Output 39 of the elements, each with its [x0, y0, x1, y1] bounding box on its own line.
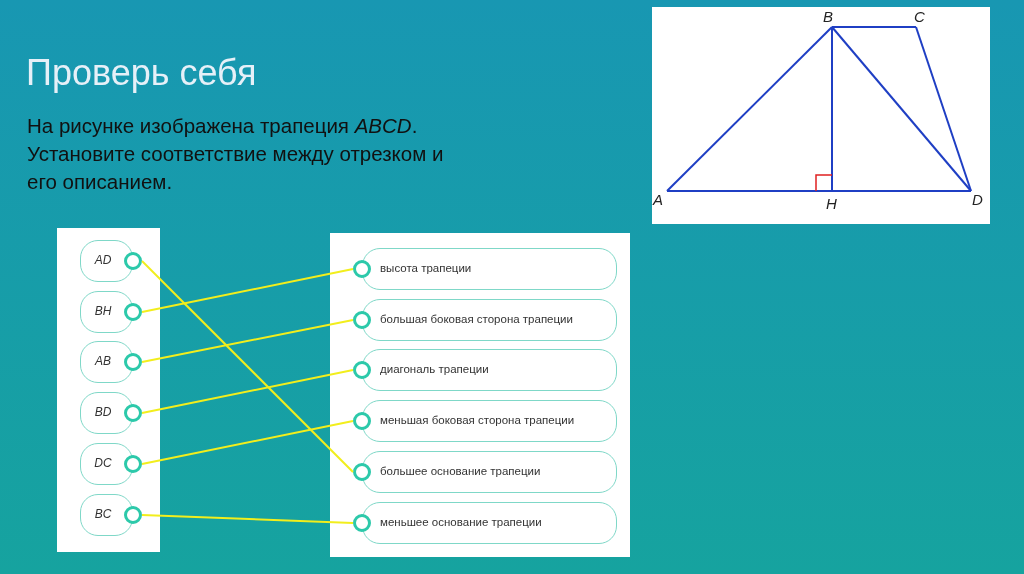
vertex-label: C: [914, 8, 925, 25]
segment-name: BH: [93, 304, 113, 318]
segment-name: BC: [93, 507, 113, 521]
segment-option: [80, 494, 142, 536]
description-option: [353, 349, 617, 391]
vertex-label: D: [972, 191, 983, 208]
segment-name: AD: [93, 253, 113, 267]
description-option: [353, 451, 617, 493]
answer-panel: [57, 228, 160, 552]
connector-line: [141, 369, 354, 414]
connector-line: [141, 514, 354, 524]
connector-line: [141, 260, 354, 473]
description-text: высота трапеции: [380, 262, 472, 274]
description-text: меньшее основание трапеции: [380, 516, 542, 528]
segment-option: [80, 240, 142, 282]
segment-name: BD: [93, 405, 113, 419]
segment-option: [80, 443, 142, 485]
description-text: диагональ трапеции: [380, 363, 489, 375]
segment-name: DC: [93, 456, 113, 470]
slide-title: Проверь себя: [26, 52, 257, 94]
connector-line: [141, 268, 354, 313]
connector-line: [141, 420, 354, 465]
segment-name: AB: [93, 354, 112, 368]
answer-panel: [330, 233, 630, 557]
description-text: большая боковая сторона трапеции: [380, 313, 573, 325]
vertex-label: A: [653, 191, 663, 208]
description-option: [353, 502, 617, 544]
description-option: [353, 400, 617, 442]
description-text: большее основание трапеции: [380, 465, 541, 477]
segment-option: [80, 341, 142, 383]
segment-option: [80, 392, 142, 434]
segment-option: [80, 291, 142, 333]
vertex-label: H: [826, 195, 837, 212]
description-text: меньшая боковая сторона трапеции: [380, 414, 575, 426]
connector-line: [141, 319, 354, 363]
instruction-text: На рисунке изображена трапеция ABCD. Установите соответствие между отрезком и его описанием.: [27, 113, 445, 195]
vertex-label: B: [823, 8, 833, 25]
description-option: [353, 248, 617, 290]
description-option: [353, 299, 617, 341]
